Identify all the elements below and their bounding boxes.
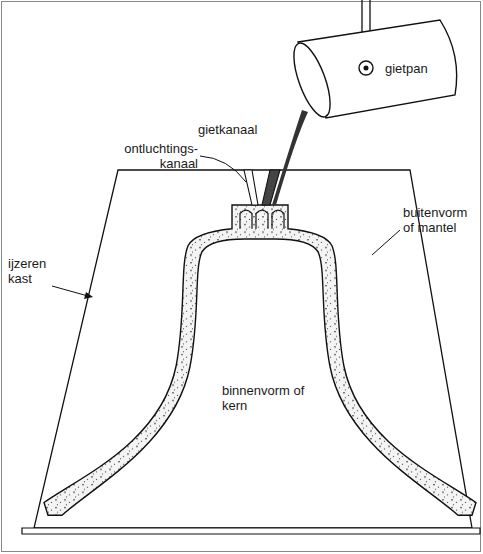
- ladle-pivot: [364, 66, 369, 71]
- leader-line: [200, 156, 246, 182]
- base-plate: [22, 528, 480, 534]
- vent-channel: [244, 170, 258, 205]
- crown-canons: [240, 210, 284, 229]
- part-label: gietpan: [385, 61, 455, 76]
- bell-cavity: [44, 205, 476, 515]
- ladle-pivot: [359, 61, 373, 75]
- leader-arrow: [52, 286, 88, 296]
- ladle-mouth: [286, 39, 337, 121]
- arrow-head: [84, 292, 93, 299]
- metal-stream: [272, 110, 308, 205]
- part-label: ijzeren kast: [8, 256, 62, 286]
- part-label: binnenvorm of kern: [222, 383, 308, 413]
- part-label: ontluchtings- kanaal: [104, 141, 198, 171]
- leader-line: [372, 230, 400, 255]
- part-label: gietkanaal: [198, 122, 288, 137]
- part-label: buitenvorm of mantel: [403, 205, 479, 235]
